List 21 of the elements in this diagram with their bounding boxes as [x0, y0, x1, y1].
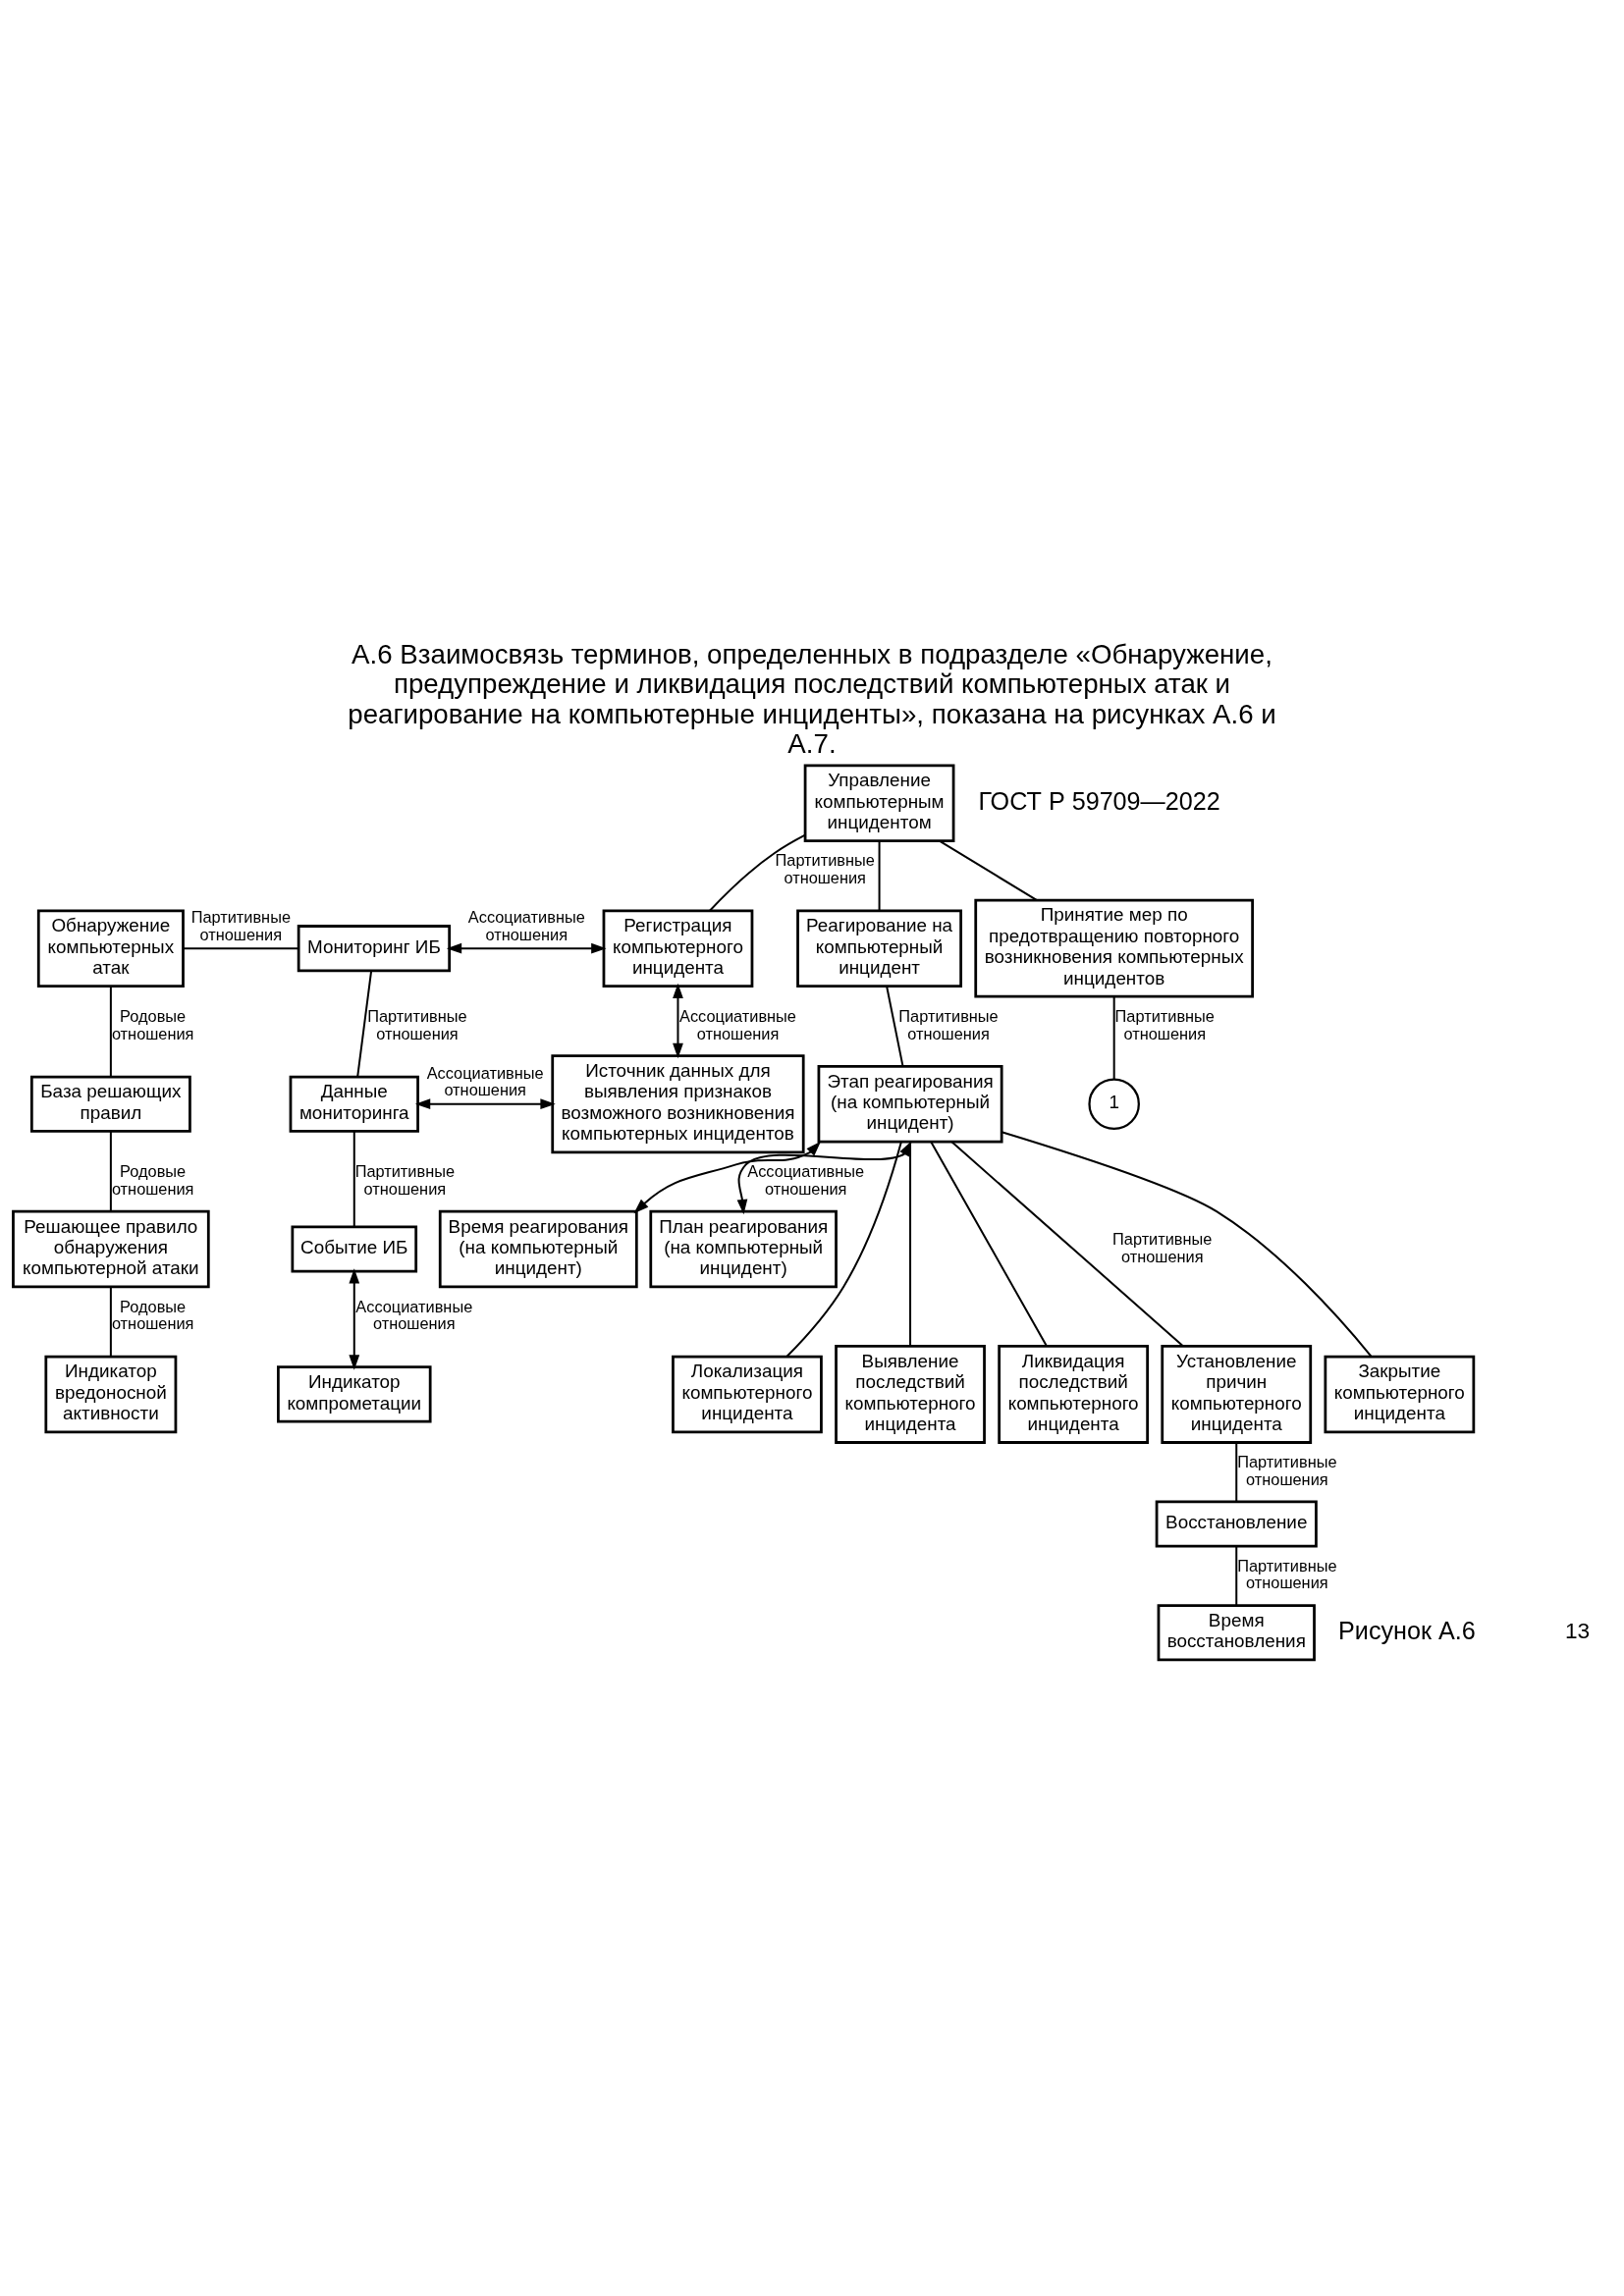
edge-label: Партитивные отношения [1237, 1452, 1337, 1488]
edge-label: Родовые отношения [111, 1161, 194, 1198]
edge-label: Партитивные отношения [775, 850, 875, 886]
edge-label: Ассоциативные отношения [679, 1006, 796, 1042]
edge-label: Партитивные отношения [1237, 1556, 1337, 1591]
edge-label: Партитивные отношения [1114, 1006, 1215, 1042]
edge-label: Партитивные отношения [190, 907, 291, 943]
caption: Рисунок А.6 [1338, 1616, 1476, 1644]
label: 13 [1564, 1617, 1591, 1643]
label: ГОСТ Р 59709—2022 [978, 786, 1220, 815]
edge-label: Ассоциативные отношения [426, 1063, 544, 1098]
edge-label: Партитивные отношения [898, 1006, 999, 1042]
edge-label: Родовые отношения [111, 1297, 194, 1332]
edge-label: Ассоциативные отношения [747, 1161, 865, 1198]
edge-label: Партитивные отношения [367, 1006, 467, 1042]
edge-label: Ассоциативные отношения [467, 907, 585, 943]
diagram-title: А.6 Взаимосвязь терминов, определенных в подразделе «Обнаружение, предупреждение и ликвидация последствий компьютерных атак и реагирование на компьютерные инциденты», показана на рисунках А.6 и А.7. [348, 638, 1276, 759]
edge-label: Партитивные отношения [354, 1161, 456, 1198]
edge-label: Ассоциативные отношения [355, 1297, 473, 1332]
edge-label: Родовые отношения [111, 1006, 194, 1042]
edge-label: Партитивные отношения [1112, 1229, 1213, 1265]
